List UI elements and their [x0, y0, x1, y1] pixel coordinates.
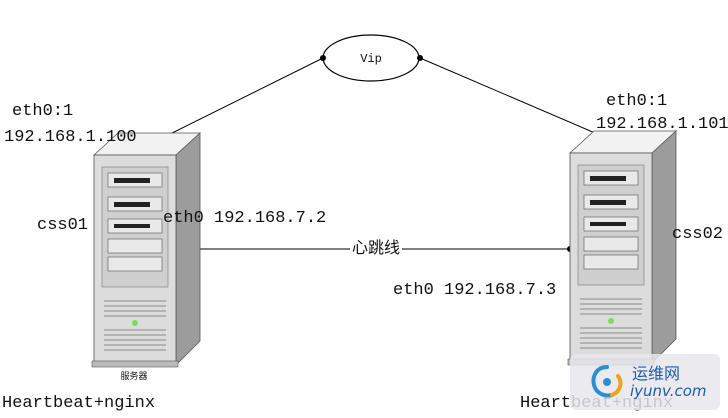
left-server-icon [91, 132, 202, 368]
server-caption: 服务器 [120, 370, 147, 382]
right-vip-ip: 192.168.1.101 [596, 115, 728, 134]
watermark-domain: iyunv.com [630, 382, 707, 400]
vip-dot-left [320, 55, 326, 61]
vip-link-left [147, 57, 324, 146]
right-heartbeat-ip: eth0 192.168.7.3 [393, 281, 557, 300]
right-node-name: css02 [672, 225, 724, 244]
watermark: 运维网 iyunv.com [570, 354, 720, 410]
left-node-caption: Heartbeat+nginx [2, 394, 156, 413]
left-heartbeat-ip: eth0 192.168.7.2 [163, 209, 327, 228]
right-server-icon [567, 130, 678, 366]
left-node-name: css01 [37, 216, 89, 235]
heartbeat-line-label: 心跳线 [350, 238, 403, 257]
right-vip-iface: eth0:1 [606, 92, 668, 111]
swirl-logo-icon [591, 365, 623, 398]
vip-label: Vip [360, 52, 382, 66]
left-vip-iface: eth0:1 [12, 102, 74, 121]
vip-dot-right [417, 55, 423, 61]
left-vip-ip: 192.168.1.100 [4, 128, 137, 147]
vip-link-right [419, 57, 624, 146]
vip-node: Vip [322, 34, 420, 82]
watermark-brand: 运维网 [632, 364, 681, 383]
